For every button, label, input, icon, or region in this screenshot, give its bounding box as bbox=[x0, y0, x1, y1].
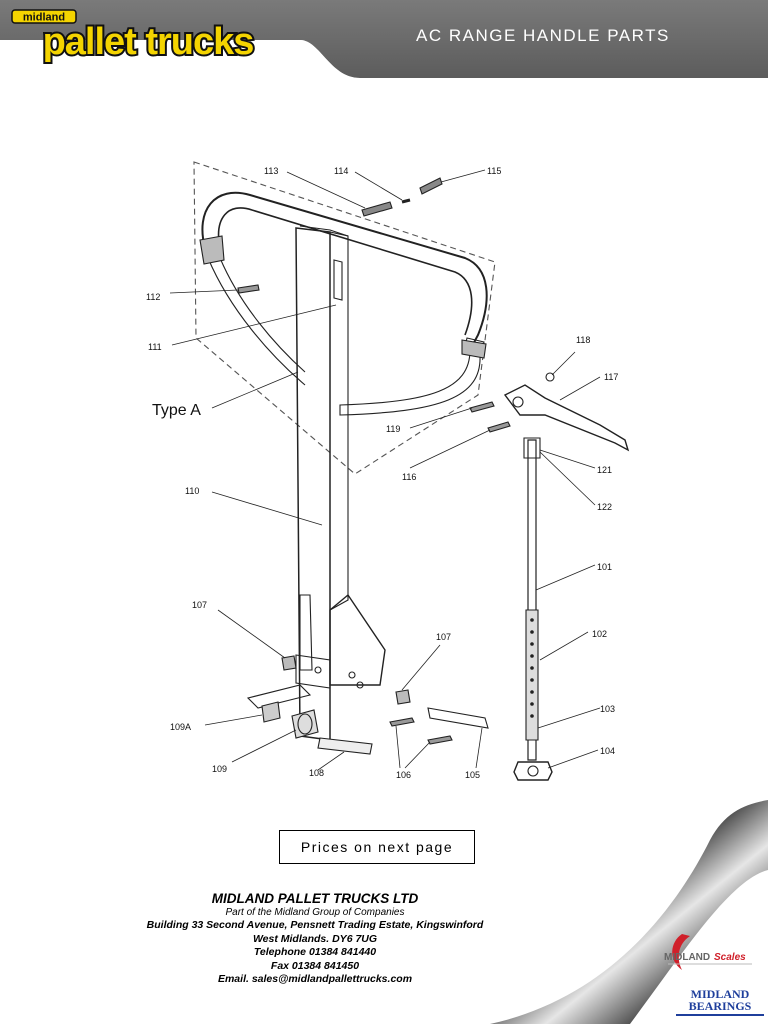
callout-105: 105 bbox=[465, 770, 480, 780]
callout-116: 116 bbox=[402, 472, 416, 482]
midland-scales-logo: MIDLAND Scales bbox=[664, 934, 752, 970]
callout-121: 121 bbox=[597, 465, 612, 475]
callout-115: 115 bbox=[487, 166, 501, 176]
callout-107-right: 107 bbox=[436, 632, 451, 642]
company-telephone: Telephone 01384 841440 bbox=[253, 946, 377, 958]
type-a-label: Type A bbox=[152, 402, 201, 419]
company-address-line1: Building 33 Second Avenue, Pensnett Trad… bbox=[146, 919, 484, 931]
bearings-logo-underline bbox=[676, 1014, 764, 1016]
company-email[interactable]: Email. sales@midlandpallettrucks.com bbox=[217, 973, 413, 985]
page-curl-decoration bbox=[490, 800, 768, 1024]
callout-119: 119 bbox=[386, 424, 400, 434]
midland-bearings-logo: MIDLAND BEARINGS bbox=[676, 988, 764, 1016]
callout-101: 101 bbox=[597, 562, 612, 572]
callout-104: 104 bbox=[600, 746, 615, 756]
page-header: midland pallet trucks AC RANGE HANDLE PA… bbox=[0, 0, 768, 78]
callout-102: 102 bbox=[592, 629, 607, 639]
callout-113: 113 bbox=[264, 166, 278, 176]
callout-107-left: 107 bbox=[192, 600, 207, 610]
handle-parts-diagram: 113 114 115 112 111 118 117 119 116 121 … bbox=[146, 161, 630, 781]
company-name: MIDLAND PALLET TRUCKS LTD bbox=[211, 891, 419, 906]
callout-106: 106 bbox=[396, 770, 411, 780]
prices-note: Prices on next page bbox=[279, 830, 475, 864]
callout-109: 109 bbox=[212, 764, 227, 774]
company-fax: Fax 01384 841450 bbox=[270, 959, 360, 972]
page-title: AC RANGE HANDLE PARTS bbox=[416, 26, 670, 45]
callout-117: 117 bbox=[604, 372, 618, 382]
callout-111: 111 bbox=[148, 342, 162, 352]
header-bar bbox=[0, 0, 768, 78]
company-group: Part of the Midland Group of Companies bbox=[225, 907, 405, 918]
company-address-line2: West Midlands. DY6 7UG bbox=[252, 932, 378, 945]
bearings-logo-bearings-text: BEARINGS bbox=[688, 999, 752, 1013]
logo-pallet-trucks-text: pallet trucks bbox=[43, 21, 254, 63]
callout-118: 118 bbox=[576, 335, 590, 345]
scales-logo-midland-text: MIDLAND bbox=[664, 952, 710, 963]
logo-midland-text: midland bbox=[23, 12, 65, 24]
callout-108: 108 bbox=[309, 768, 324, 778]
scales-logo-scales-text: Scales bbox=[714, 952, 746, 963]
prices-note-text: Prices on next page bbox=[300, 839, 454, 855]
callout-122: 122 bbox=[597, 502, 612, 512]
callout-110: 110 bbox=[185, 486, 199, 496]
callout-109a: 109A bbox=[170, 722, 191, 732]
company-logo: midland pallet trucks bbox=[6, 8, 296, 66]
company-details: MIDLAND PALLET TRUCKS LTD Part of the Mi… bbox=[100, 890, 530, 987]
callout-114: 114 bbox=[334, 166, 348, 176]
bearings-logo-midland-text: MIDLAND bbox=[690, 987, 750, 1001]
callout-103: 103 bbox=[600, 704, 615, 714]
callout-112: 112 bbox=[146, 292, 160, 302]
